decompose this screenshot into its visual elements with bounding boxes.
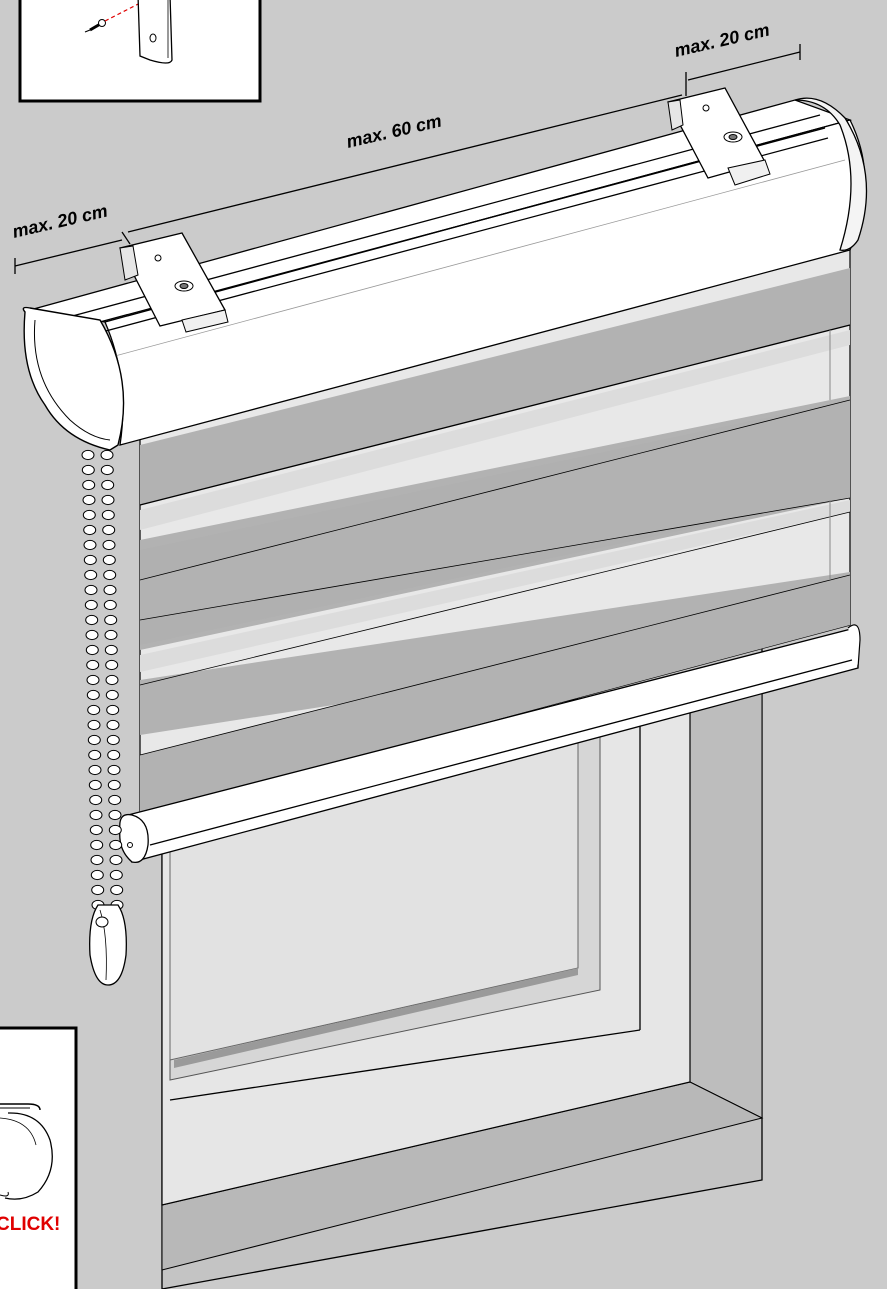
bracket-icon [119,87,771,333]
chain-bead [87,719,101,731]
chain-bead [109,854,123,866]
chain-bead [82,479,96,491]
chain-bead [82,509,96,521]
chain-bead [102,539,116,551]
chain-bead [107,764,121,776]
chain-bead [104,629,118,641]
chain-bead [103,569,117,581]
chain-bead [83,554,97,566]
chain-bead [81,449,95,461]
chain-bead [90,839,104,851]
chain-bead [82,494,96,506]
chain-bead [108,794,122,806]
chain-bead [90,854,104,866]
chain-bead [86,659,100,671]
chain-bead [89,824,103,836]
chain-bead [89,794,103,806]
screw-icon [84,19,106,33]
chain-bead [85,629,99,641]
chain-bead [84,599,98,611]
chain-bead [103,584,117,596]
bottom-rail [119,624,861,864]
chain-bead [84,584,98,596]
chain-bead [83,524,97,536]
chain-bead [86,689,100,701]
chain-bead [100,464,114,476]
chain-icon [81,449,124,911]
click-label: CLICK! [0,1214,60,1235]
chain-bead [101,494,115,506]
chain-bead [105,674,119,686]
cassette-headrail [22,97,868,451]
chain-bead [105,689,119,701]
chain-bead [104,644,118,656]
chain-bead [83,539,97,551]
chain-bead [102,554,116,566]
chain-bead [106,719,120,731]
chain-bead [85,644,99,656]
chain-bead [109,839,123,851]
chain-bead [103,599,117,611]
chain-bead [109,869,123,881]
dimension-lines [14,44,801,274]
chain-bead [108,809,122,821]
chain-bead [102,524,116,536]
dimension-right-label: max. 20 cm [672,20,771,61]
chain-bead [101,509,115,521]
blind-fabric [139,239,851,816]
chain-bead [87,704,101,716]
chain-bead [106,704,120,716]
chain-bead [108,824,122,836]
inset-click: CLICK! [0,1026,78,1289]
chain-weight-icon [89,904,127,986]
chain-bead [101,479,115,491]
chain-bead [88,779,102,791]
chain-bead [104,614,118,626]
chain-bead [89,809,103,821]
chain-bead [90,869,104,881]
chain-bead [107,749,121,761]
chain-bead [91,884,105,896]
chain-bead [81,464,95,476]
chain-bead [107,779,121,791]
dimension-center-label: max. 60 cm [344,111,443,152]
chain-bead [100,449,114,461]
chain-bead [85,614,99,626]
chain-bead [84,569,98,581]
inset-screw-bracket [18,0,262,103]
dimension-left-label: max. 20 cm [10,201,109,242]
chain-bead [87,734,101,746]
chain-bead [105,659,119,671]
chain-bead [106,734,120,746]
chain-bead [88,749,102,761]
wall-bracket-icon [137,0,173,64]
chain-bead [88,764,102,776]
chain-bead [110,884,124,896]
chain-bead [86,674,100,686]
